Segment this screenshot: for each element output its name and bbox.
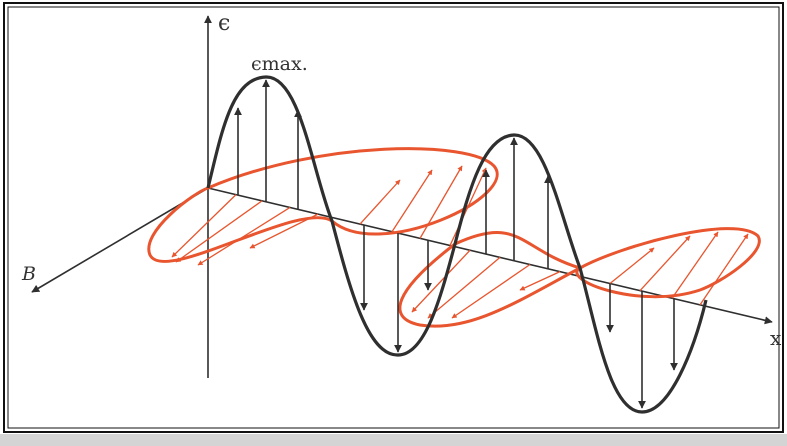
b-field-arrow xyxy=(197,206,291,266)
b-field-arrow xyxy=(451,263,531,319)
b-field-loop-2 xyxy=(575,227,761,299)
e-field-arrows xyxy=(234,79,678,409)
b-field-arrow xyxy=(427,256,501,319)
b-field-arrow xyxy=(519,271,561,291)
bottom-bar xyxy=(0,434,787,446)
b-field-arrow xyxy=(171,194,237,258)
b-field-arrow xyxy=(699,233,749,306)
e-axis-label: ϵ xyxy=(218,11,230,36)
b-field-arrows xyxy=(171,165,749,319)
e-field-wave xyxy=(206,75,708,414)
e-max-label: ϵmax. xyxy=(251,53,308,75)
b-axis-label: B xyxy=(21,263,36,285)
x-axis-line xyxy=(207,187,773,325)
b-field-arrow xyxy=(671,231,719,299)
b-field-arrow xyxy=(639,235,691,292)
b-field-arrow xyxy=(359,179,401,225)
b-field-loop-3 xyxy=(398,230,584,328)
x-axis-label: x xyxy=(770,326,782,350)
b-field-arrow xyxy=(449,167,487,246)
b-field-arrow xyxy=(419,165,463,239)
b-field-arrow xyxy=(411,249,471,313)
b-field-arrow xyxy=(391,169,433,233)
b-field-arrow xyxy=(609,247,655,285)
inner-border xyxy=(7,6,780,429)
outer-border xyxy=(3,2,784,433)
b-field-arrow xyxy=(175,200,263,263)
b-field-arrow xyxy=(249,213,319,249)
